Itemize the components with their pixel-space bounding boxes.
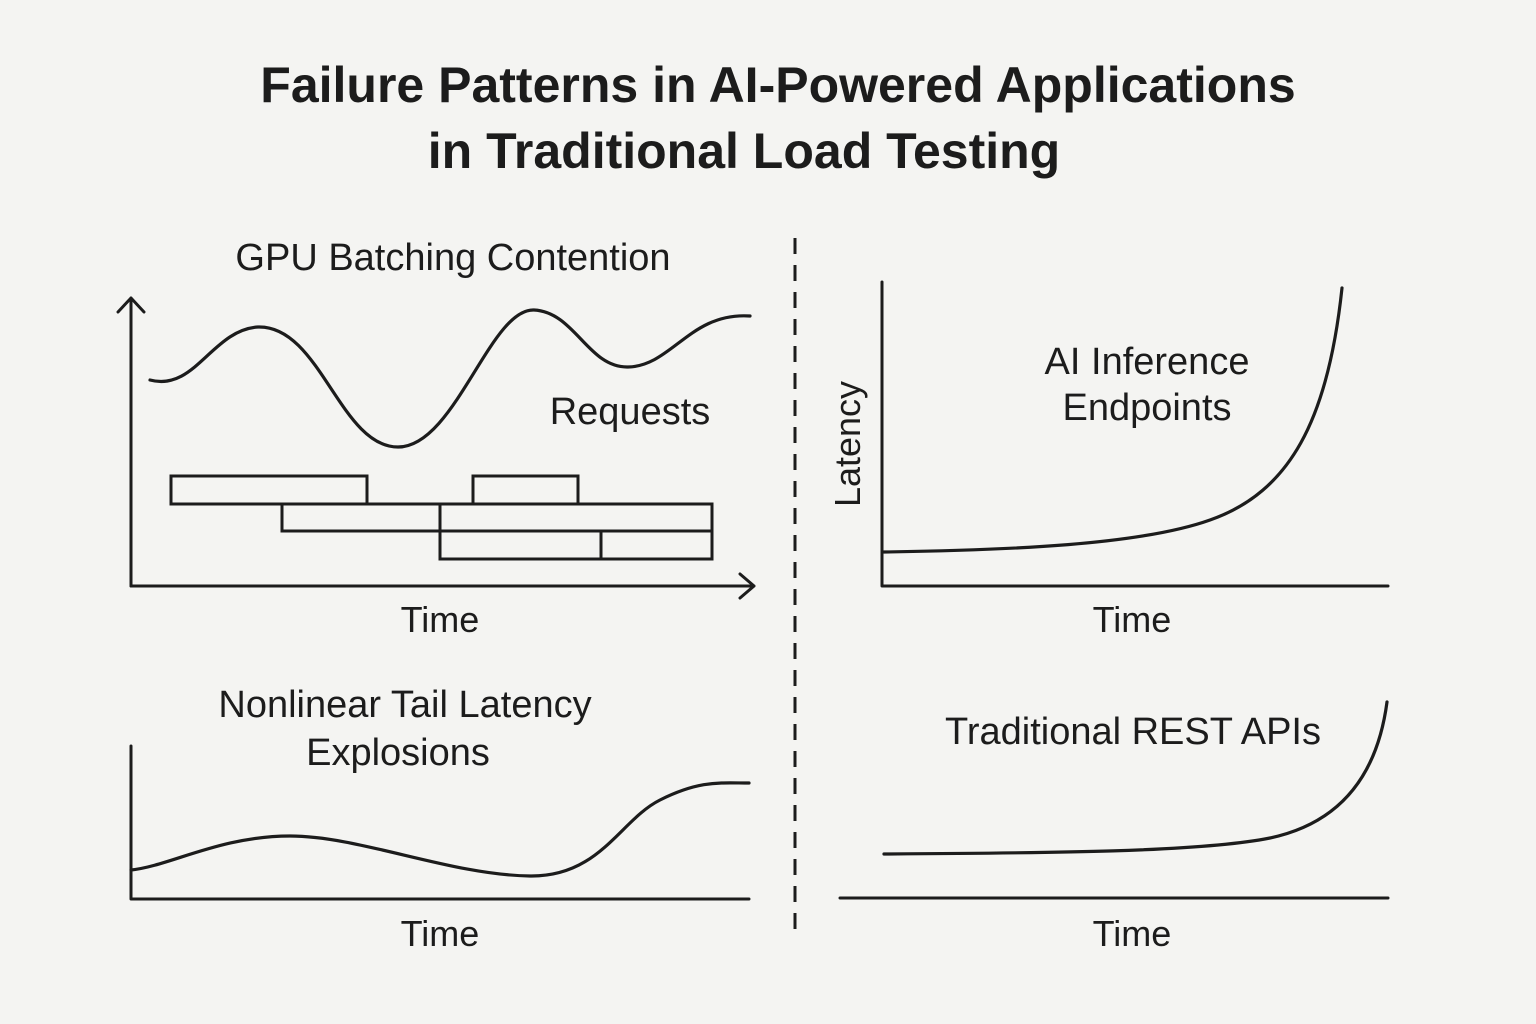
ai-inference-title-line1: AI Inference [1045,341,1250,383]
gpu-x-axis [129,572,756,600]
batch-block [599,529,714,561]
requests-label: Requests [550,391,711,433]
batch-block [438,529,603,561]
batch-block [169,474,369,506]
tail-latency-title-line2: Explosions [306,732,490,774]
gpu-y-axis [116,296,146,588]
rest-latency-curve [882,700,1389,856]
ai-axes [880,280,1390,588]
panel-tail-latency: Nonlinear Tail Latency Explosions Time [129,684,751,954]
panel-ai-inference: Latency AI Inference Endpoints Time [827,280,1390,640]
tail-latency-curve [129,781,751,878]
gpu-x-axis-label: Time [401,599,480,640]
requests-curve [148,308,752,449]
tail-axes [129,744,751,901]
rest-apis-title: Traditional REST APIs [945,711,1321,753]
rest-x-axis-label: Time [1093,913,1172,954]
ai-latency-curve [882,286,1344,554]
ai-y-axis-label: Latency [827,381,868,507]
main-title-line2: in Traditional Load Testing [428,123,1060,179]
batch-block [471,474,580,506]
panel-rest-apis: Traditional REST APIs Time [838,700,1390,954]
main-title-line1: Failure Patterns in AI-Powered Applicati… [260,57,1295,113]
tail-x-axis-label: Time [401,913,480,954]
batch-block [438,502,714,533]
ai-inference-title-line2: Endpoints [1062,387,1231,429]
batch-block [280,502,442,533]
ai-x-axis-label: Time [1093,599,1172,640]
gpu-batching-title: GPU Batching Contention [235,237,670,279]
tail-latency-title-line1: Nonlinear Tail Latency [218,684,591,726]
panel-gpu-batching: GPU Batching Contention Requests Time [116,237,756,640]
